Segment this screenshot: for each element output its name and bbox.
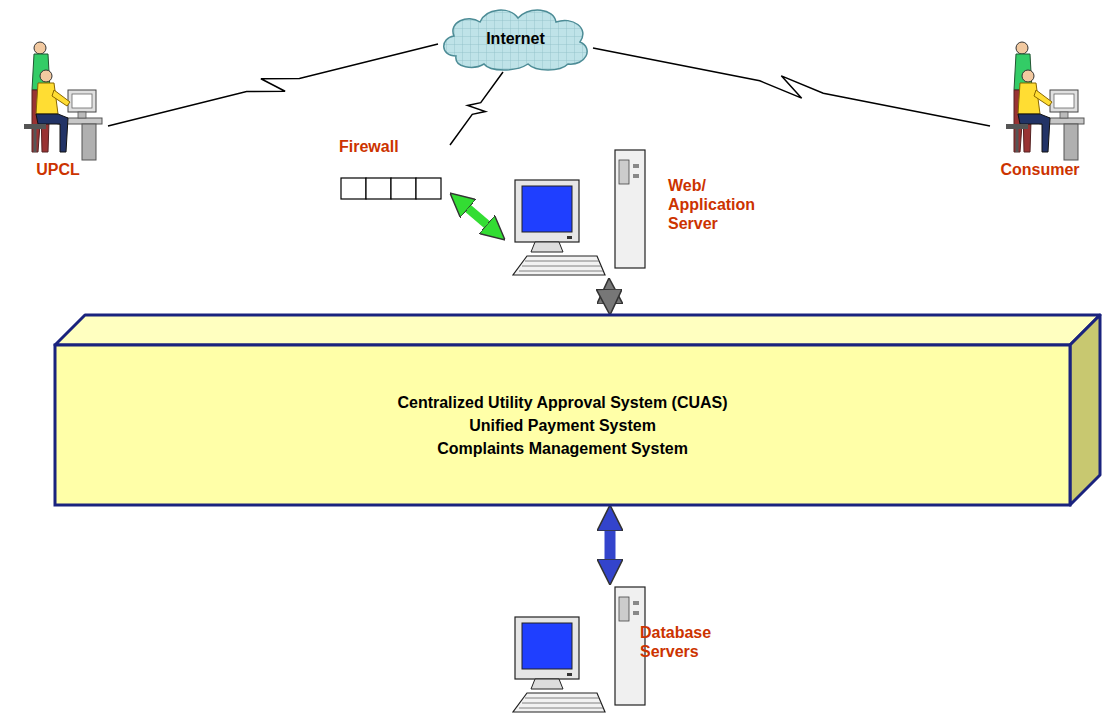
tower [615,150,645,268]
arm [1034,90,1052,106]
screen [522,623,572,669]
node-label: Database Servers [640,623,718,661]
server-node: Database Servers [505,585,718,717]
system-name: Centralized Utility Approval System (CUA… [397,393,727,412]
screen [72,94,92,108]
desk-pedestal [82,124,96,160]
monitor [1050,90,1078,112]
band-top [55,315,1100,345]
server-icon [505,148,655,278]
firewall-brick [366,178,391,199]
band-node: Centralized Utility Approval System (CUA… [55,315,1100,505]
firewall-brick [391,178,416,199]
monitor [515,617,579,679]
drive-slot [633,174,639,178]
head [1022,70,1034,82]
keyboard-keys [519,698,603,708]
server-node: Web/ Application Server [505,148,762,278]
keyboard [513,693,605,712]
torso [1018,83,1040,114]
drive-bay [619,160,629,184]
chair-post [1016,129,1019,152]
node-label: Web/ Application Server [668,176,762,233]
data-flow-arrow [605,521,616,570]
drive-slot [633,164,639,168]
legs [36,114,68,152]
network-link [593,48,990,126]
keyboard [513,256,605,275]
desk-pedestal [1064,124,1078,160]
data-flow-arrow [461,202,494,230]
chair-seat [24,124,46,129]
data-flow-arrow [604,294,615,300]
system-name: Complaints Management System [437,439,688,458]
band-front [55,345,1070,505]
firewall-brick [341,178,366,199]
network-link [450,72,503,145]
firewall-node: Firewall [335,137,450,202]
head [40,70,52,82]
power-led [567,236,572,239]
firewall-brick [416,178,441,199]
monitor-stand [78,112,86,118]
band-side [1070,315,1100,505]
chair-seat [1006,124,1028,129]
legs [1018,114,1050,152]
torso [36,83,58,114]
chair-post [34,129,37,152]
head [1016,42,1028,54]
head [34,42,46,54]
drive-slot [633,601,639,605]
person-node: Consumer [990,38,1090,183]
power-led [567,673,572,676]
monitor-stand [531,242,563,252]
person-node: UPCL [8,38,108,183]
node-label: UPCL [8,160,108,179]
monitor-stand [1060,112,1068,118]
drive-slot [633,611,639,615]
monitor [68,90,96,112]
cloud-node: Internet [438,4,593,72]
internet-cloud [444,10,587,70]
drive-bay [619,597,629,621]
server-icon [505,585,655,717]
screen [1054,94,1074,108]
monitor [515,180,579,242]
node-label: Firewall [339,137,450,156]
monitor-stand [531,679,563,689]
system-name: Unified Payment System [469,416,656,435]
node-label: Consumer [990,160,1090,179]
node-label: Internet [486,29,545,48]
keyboard-keys [519,261,603,271]
network-link [108,44,438,126]
screen [522,186,572,232]
arm [52,90,70,106]
